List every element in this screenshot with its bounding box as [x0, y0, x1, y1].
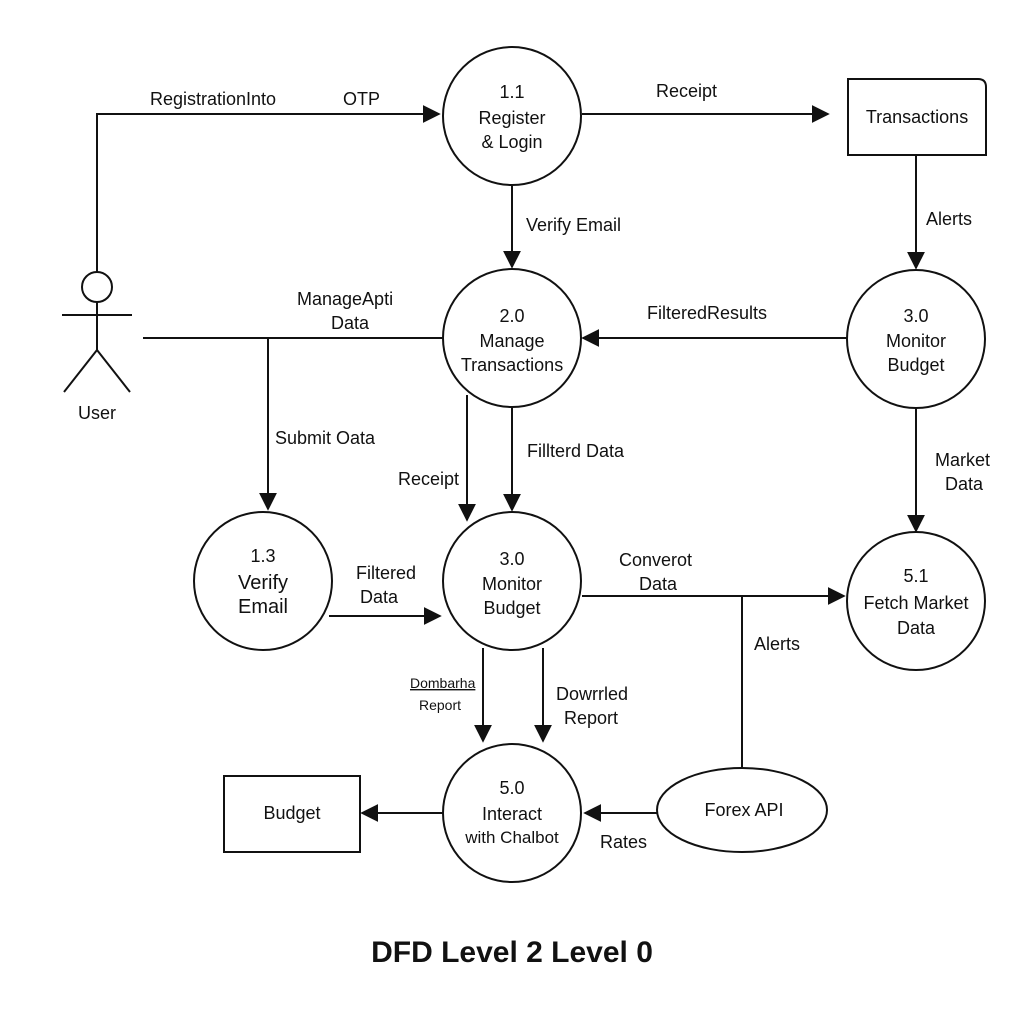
dombarha-report-label-line1: Dombarha — [410, 675, 476, 691]
process-3-0-center-number: 3.0 — [499, 549, 524, 569]
user-actor-icon — [62, 271, 132, 393]
process-1-1-line2: & Login — [481, 132, 542, 152]
user-actor-label: User — [78, 403, 116, 423]
process-2-0-number: 2.0 — [499, 306, 524, 326]
process-5-0-number: 5.0 — [499, 778, 524, 798]
transactions-store-shape — [847, 78, 987, 156]
diagram-title: DFD Level 2 Level 0 — [371, 936, 653, 969]
process-5-1-line1: Fetch Market — [863, 593, 968, 613]
registration-flow-line — [96, 105, 441, 272]
filtered-results-label: FilteredResults — [647, 303, 767, 323]
process-3-0-center-line2: Budget — [483, 598, 540, 618]
manage-data-label-line2: Data — [331, 313, 370, 333]
budget-store-label: Budget — [263, 803, 320, 823]
filtered-data-side-label-line1: Filtered — [356, 563, 416, 583]
process-5-0-line1: Interact — [482, 804, 542, 824]
dombarha-report-label-line2: Report — [419, 697, 461, 713]
receipt-top-label: Receipt — [656, 81, 717, 101]
budget-store-shape — [223, 775, 361, 853]
process-5-1-line2: Data — [897, 618, 936, 638]
process-1-3-number: 1.3 — [250, 546, 275, 566]
manage-data-label-line1: ManageApti — [297, 289, 393, 309]
convert-data-label-line2: Data — [639, 574, 678, 594]
alerts-top-label: Alerts — [926, 209, 972, 229]
transactions-store-label: Transactions — [866, 107, 968, 127]
convert-data-label-line1: Converot — [619, 550, 692, 570]
process-1-3-line1: Verify — [238, 572, 288, 594]
process-3-0-center-circle — [442, 511, 582, 651]
process-3-0-top-line2: Budget — [887, 355, 944, 375]
download-report-label-line2: Report — [564, 708, 618, 728]
submit-data-label: Submit Oata — [275, 428, 376, 448]
process-3-0-top-number: 3.0 — [903, 306, 928, 326]
verify-email-flow-label: Verify Email — [526, 215, 621, 235]
process-1-1-circle — [442, 46, 582, 186]
process-3-0-center-line1: Monitor — [482, 574, 542, 594]
process-2-0-line1: Manage — [479, 331, 544, 351]
alerts-bottom-label: Alerts — [754, 634, 800, 654]
process-3-0-top-line1: Monitor — [886, 331, 946, 351]
market-data-label-line1: Market — [935, 450, 990, 470]
forex-api-entity-label: Forex API — [704, 800, 783, 820]
process-1-3-line2: Email — [238, 596, 288, 618]
receipt-mid-label: Receipt — [398, 469, 459, 489]
filtered-data-mid-label: Fillterd Data — [527, 441, 625, 461]
process-2-0-line2: Transactions — [461, 355, 563, 375]
registration-info-label: RegistrationInto — [150, 89, 276, 109]
process-1-3-circle — [193, 511, 333, 651]
process-5-1-number: 5.1 — [903, 566, 928, 586]
rates-label: Rates — [600, 832, 647, 852]
process-1-1-line1: Register — [478, 108, 545, 128]
otp-label: OTP — [343, 89, 380, 109]
process-5-0-line2: with Chalbot — [464, 828, 559, 847]
process-1-1-number: 1.1 — [499, 82, 524, 102]
filtered-data-side-label-line2: Data — [360, 587, 399, 607]
download-report-label-line1: Dowrrled — [556, 684, 628, 704]
market-data-label-line2: Data — [945, 474, 984, 494]
